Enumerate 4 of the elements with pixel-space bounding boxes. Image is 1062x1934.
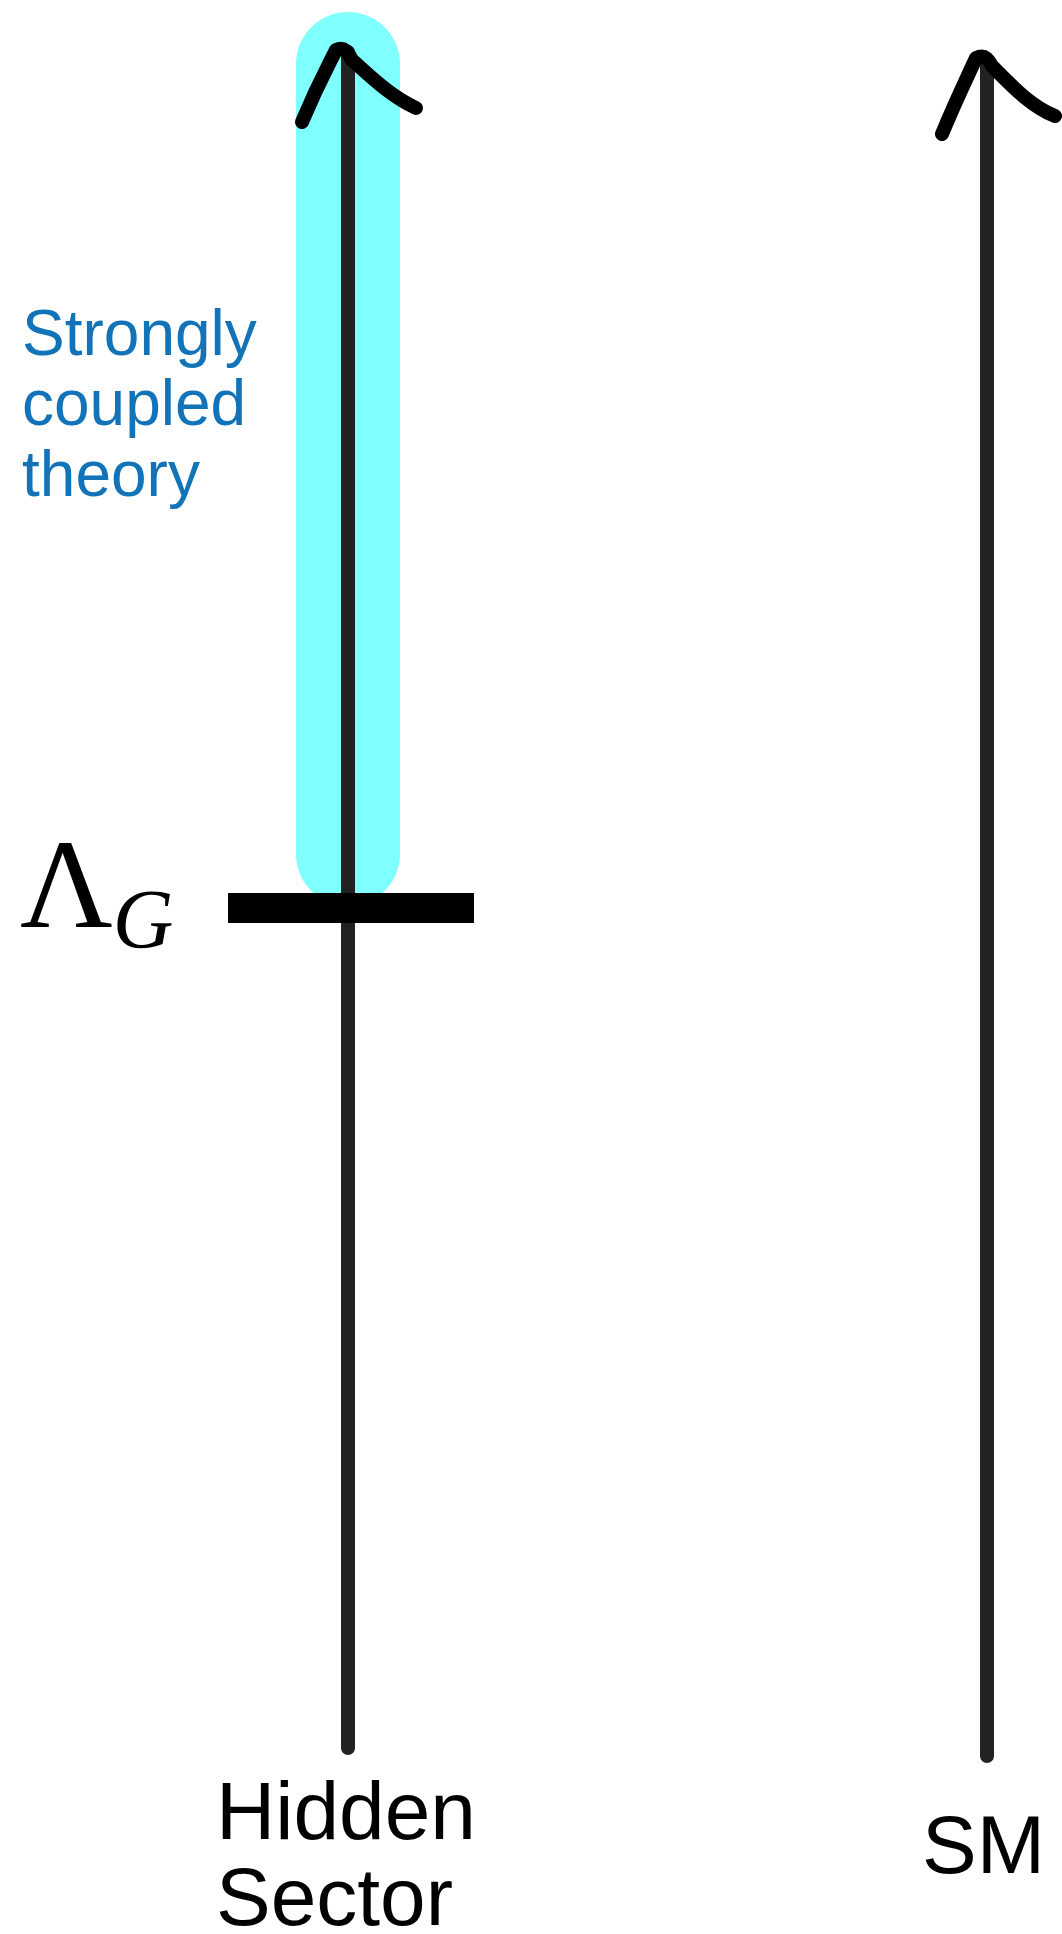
axis-label: SM bbox=[922, 1800, 1045, 1891]
region-label: Strongly coupled theory bbox=[22, 298, 258, 510]
axis-label: Hidden Sector bbox=[216, 1768, 477, 1934]
scale-label: Λ$_{G}$ bbox=[20, 820, 174, 948]
